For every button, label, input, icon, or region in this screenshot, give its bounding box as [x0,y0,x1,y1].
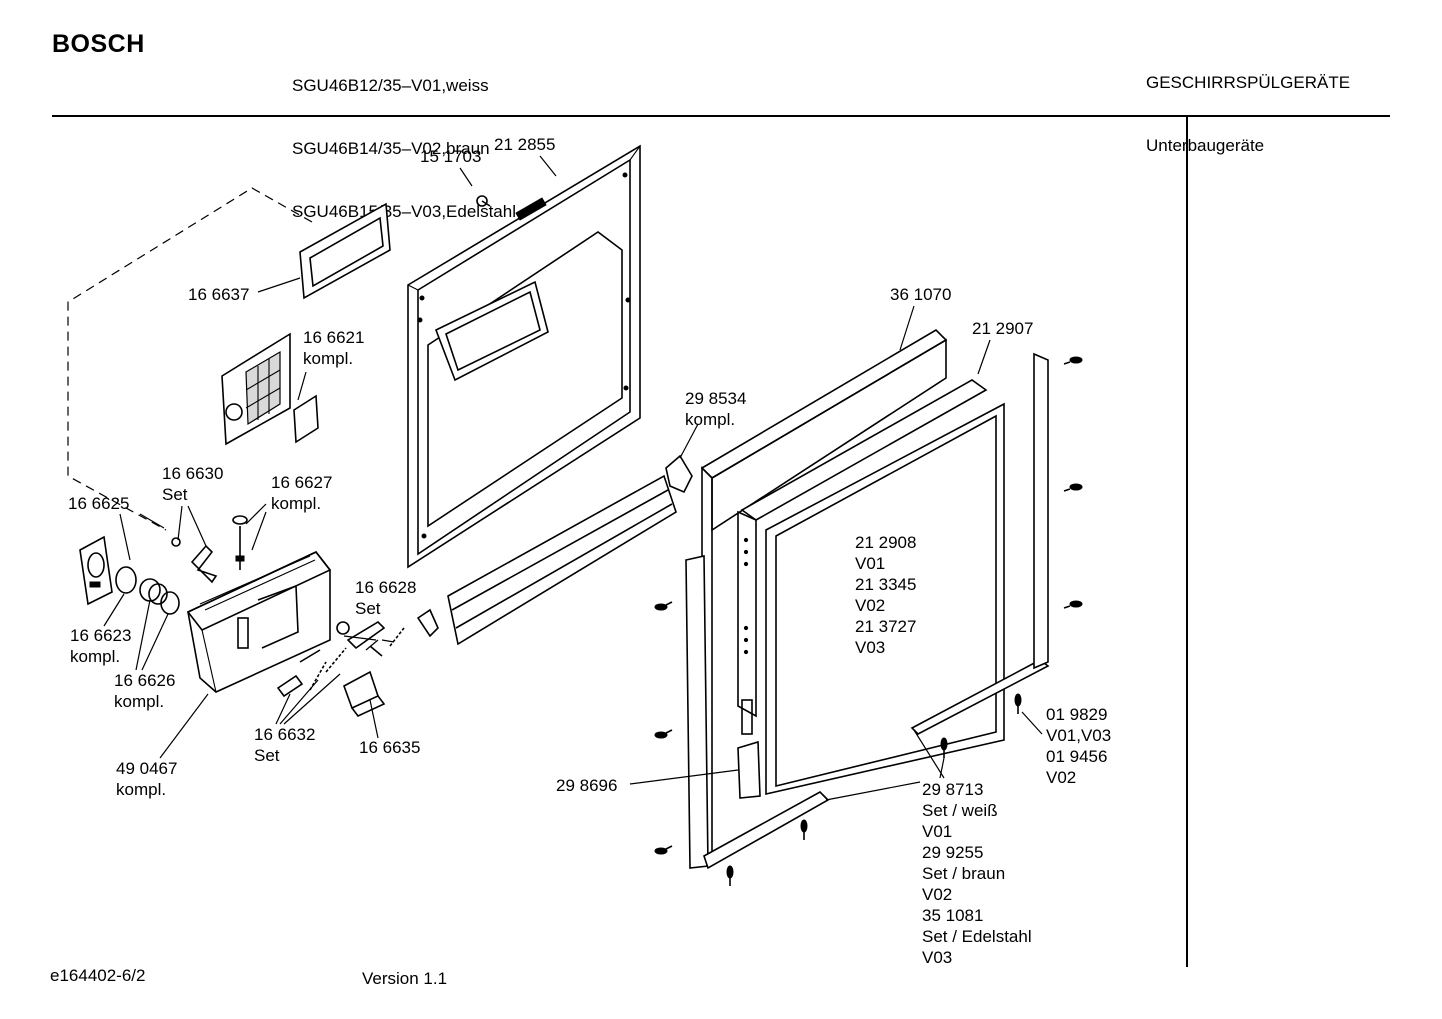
callout-019829: 01 9829 V01,V03 01 9456 V02 [1046,705,1112,787]
valve-166627 [232,515,248,570]
callout-166621: 16 6621 kompl. [303,328,365,368]
version-label: Version 1.1 [362,969,448,988]
callout-166630: 16 6630 Set [162,464,224,504]
callout-166627: 16 6627 kompl. [271,473,333,513]
screw-icon-10 [726,865,734,886]
model-list: SGU46B12/35–V01,weiss SGU46B14/35–V02,br… [292,33,516,243]
screw-icon-3 [654,845,673,855]
grille-seal [293,394,319,444]
callout-490467: 49 0467 kompl. [116,759,178,799]
leader-lines [103,155,1043,801]
category-label: GESCHIRRSPÜLGERÄTE Unterbaugeräte [1146,30,1350,177]
callout-166632: 16 6632 Set [254,725,316,765]
assembly-guide-line [67,187,313,531]
screw-icon-9 [800,819,808,840]
callout-298696: 29 8696 [556,776,618,795]
door-handle-bezel [299,202,391,300]
micro-switch-166635 [343,670,386,717]
header-divider [52,115,1390,117]
callout-298534: 29 8534 kompl. [685,389,747,429]
callout-361070: 36 1070 [890,285,952,304]
callout-166637: 16 6637 [188,285,250,304]
screw-icon-2 [654,729,673,739]
callout-212855: 21 2855 [494,135,556,154]
decor-panel-212907 [737,379,988,735]
model-line: SGU46B12/35–V01,weiss [292,76,489,95]
callout-151703: 15 1703 [420,147,482,166]
control-unit-490467 [186,551,332,693]
callout-166626: 16 6626 kompl. [114,671,176,711]
callout-212908: 21 2908 V01 21 3345 V02 21 3727 V03 [855,533,917,657]
ring-166623 [115,566,137,594]
screw-icon-6 [1063,600,1083,609]
model-line: SGU46B14/35–V02,braun [292,139,490,158]
callout-166625: 16 6625 [68,494,130,513]
inner-door-panel [407,144,641,569]
drawing-id: e164402-6/2 [50,966,146,985]
callout-166635: 16 6635 [359,738,421,757]
screw-icon-8 [940,737,948,758]
door-bottom-trim [447,474,677,646]
callout-298713: 29 8713 Set / weiß V01 29 9255 Set / bra… [922,780,1032,967]
category-title: GESCHIRRSPÜLGERÄTE [1146,73,1351,92]
screw-icon-5 [1063,483,1083,492]
program-knob-housing [79,535,113,606]
side-divider [1186,117,1188,967]
callout-166628: 16 6628 Set [355,578,417,618]
knob-spindle [139,578,168,605]
screw-icon-4 [1063,356,1083,365]
hinge-298534 [665,454,693,494]
side-strip-298696 [685,555,761,869]
front-panel-212908 [765,402,1005,796]
bottom-trim-298713 [703,352,1050,870]
clip-set-166630 [171,537,218,584]
screw-icon-7 [1014,693,1022,714]
brand-logo: BOSCH [52,30,145,58]
callout-212907: 21 2907 [972,319,1034,338]
category-subtitle: Unterbaugeräte [1146,136,1265,155]
callout-166623: 16 6623 kompl. [70,626,132,666]
handle-grille [221,332,291,446]
ring-166626 [160,591,180,615]
screw-icon-1 [654,601,673,611]
model-line: SGU46B15/35–V03,Edelstahl [292,202,516,221]
switch-set-166628 [336,608,439,657]
screw-151703 [476,195,491,207]
